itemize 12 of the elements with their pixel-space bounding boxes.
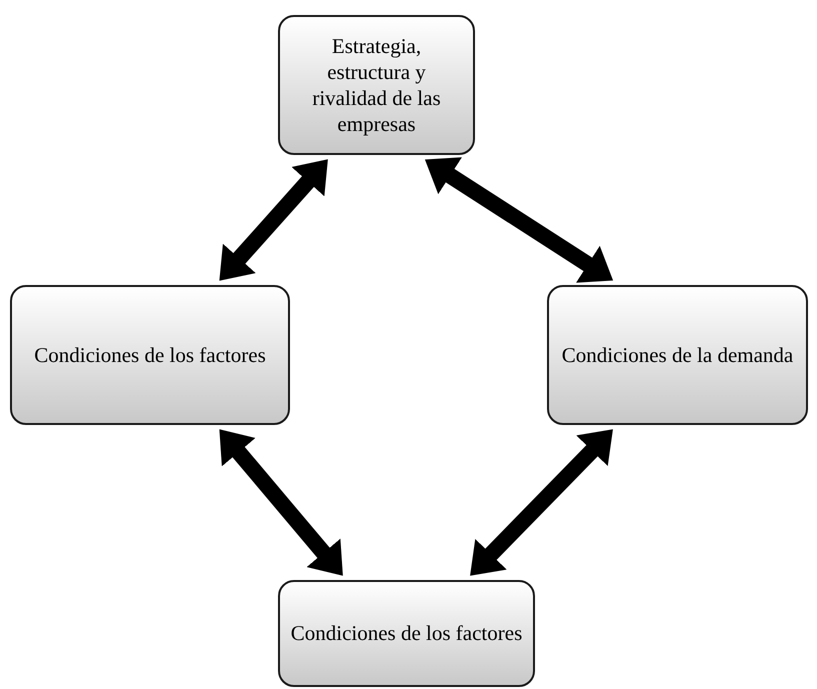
box-label: Condiciones de la demanda bbox=[562, 342, 794, 368]
box-label: Estrategia, estructura y rivalidad de las empresas bbox=[311, 32, 442, 138]
double-arrow bbox=[219, 159, 328, 281]
double-arrow bbox=[470, 429, 613, 576]
box-label: Condiciones de los factores bbox=[290, 620, 522, 647]
double-arrow bbox=[424, 157, 614, 283]
rounded-box bbox=[547, 285, 808, 425]
box-label: Condiciones de los factores bbox=[34, 342, 266, 368]
rounded-box bbox=[278, 580, 535, 687]
rounded-box bbox=[10, 285, 290, 425]
rounded-box bbox=[278, 15, 475, 155]
double-arrow bbox=[219, 429, 343, 576]
